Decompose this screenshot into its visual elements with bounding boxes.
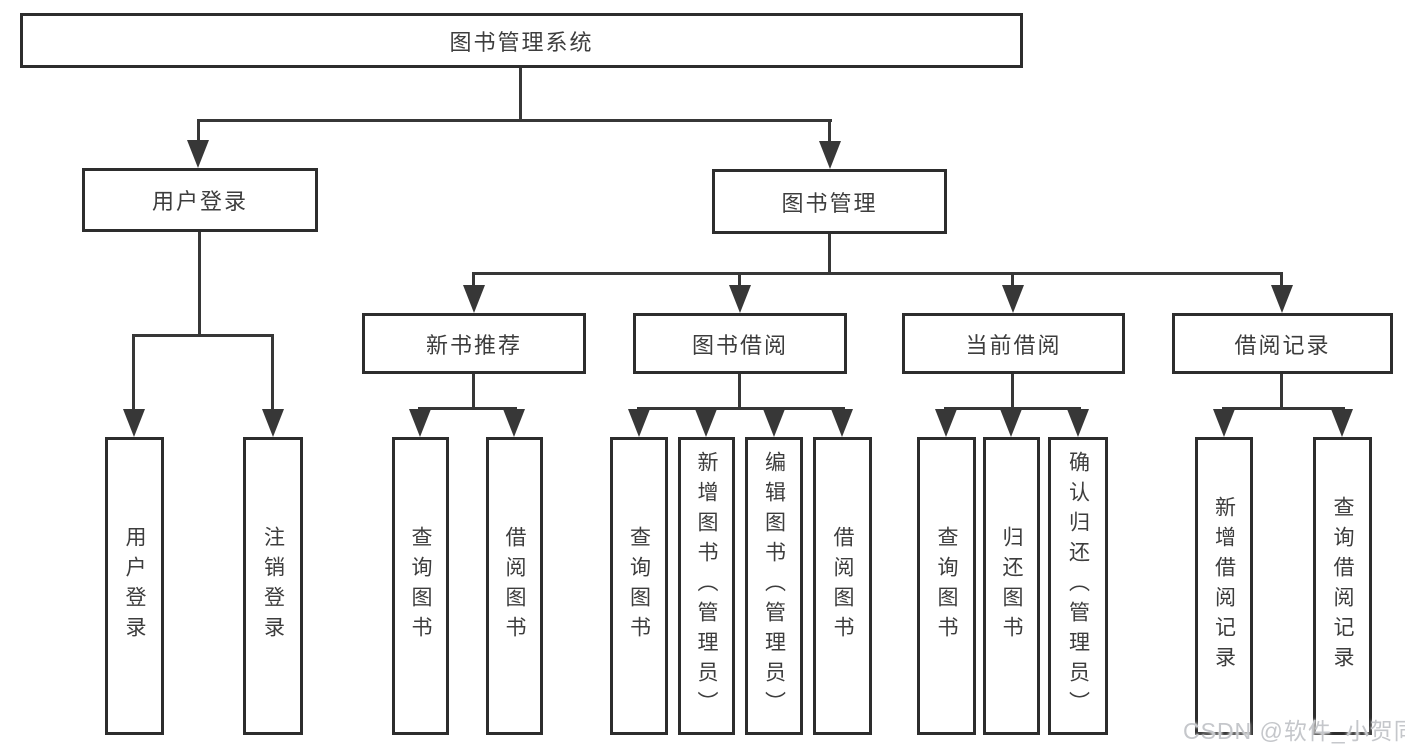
leaf-label: 归还图书: [1000, 526, 1023, 646]
node-root-label: 图书管理系统: [449, 29, 594, 55]
csdn-watermark: CSDN @软件_小贺同学: [1183, 718, 1405, 744]
leaf-edit-book-admin: 编辑图书（管理员）: [745, 437, 803, 735]
connector-line: [1222, 407, 1345, 410]
leaf-label: 新增图书（管理员）: [695, 451, 718, 721]
leaf-query-borrow-record: 查询借阅记录: [1313, 437, 1372, 735]
leaf-label: 编辑图书（管理员）: [762, 451, 786, 721]
connector-line: [738, 272, 741, 288]
node-book-borrow: 图书借阅: [633, 313, 847, 374]
connector-line: [1280, 374, 1283, 410]
connector-line: [738, 374, 741, 410]
connector-line: [1280, 272, 1283, 288]
arrow-down-icon: [409, 409, 431, 437]
arrow-down-icon: [763, 409, 785, 437]
connector-line: [1011, 272, 1014, 288]
connector-line: [1011, 374, 1014, 410]
leaf-label: 借阅图书: [831, 526, 854, 646]
arrow-down-icon: [1002, 285, 1024, 313]
node-label: 图书借阅: [691, 332, 788, 358]
leaf-borrow-books-newbook: 借阅图书: [486, 437, 543, 735]
leaf-return-book: 归还图书: [983, 437, 1040, 735]
leaf-label: 借阅图书: [503, 526, 526, 646]
node-label: 图书管理: [781, 190, 878, 216]
leaf-confirm-return-admin: 确认归还（管理员）: [1048, 437, 1108, 735]
node-new-book-recommend: 新书推荐: [362, 313, 586, 374]
node-user-login: 用户登录: [82, 168, 318, 232]
connector-line: [472, 272, 1283, 275]
connector-line: [637, 407, 845, 410]
node-current-borrow: 当前借阅: [902, 313, 1125, 374]
leaf-label: 用户登录: [123, 526, 146, 646]
connector-line: [944, 407, 1081, 410]
arrow-down-icon: [695, 409, 717, 437]
arrow-down-icon: [831, 409, 853, 437]
arrow-down-icon: [819, 141, 841, 169]
leaf-label: 查询图书: [409, 526, 432, 646]
leaf-query-books-current: 查询图书: [917, 437, 976, 735]
arrow-down-icon: [1213, 409, 1235, 437]
node-label: 当前借阅: [965, 332, 1062, 358]
arrow-down-icon: [1271, 285, 1293, 313]
connector-line: [197, 119, 832, 122]
leaf-label: 查询图书: [627, 526, 651, 646]
connector-line: [418, 407, 517, 410]
arrow-down-icon: [123, 409, 145, 437]
leaf-label: 查询借阅记录: [1331, 496, 1354, 676]
node-borrow-records: 借阅记录: [1172, 313, 1393, 374]
leaf-add-book-admin: 新增图书（管理员）: [678, 437, 735, 735]
node-label: 新书推荐: [425, 332, 522, 358]
leaf-borrow-books-borrow: 借阅图书: [813, 437, 872, 735]
connector-line: [198, 232, 201, 337]
leaf-label: 新增借阅记录: [1212, 496, 1236, 676]
arrow-down-icon: [1000, 409, 1022, 437]
node-book-management: 图书管理: [712, 169, 947, 234]
leaf-label: 查询图书: [935, 526, 958, 646]
arrow-down-icon: [503, 409, 525, 437]
connector-line: [132, 334, 274, 337]
arrow-down-icon: [1331, 409, 1353, 437]
arrow-down-icon: [187, 140, 209, 168]
arrow-down-icon: [628, 409, 650, 437]
connector-line: [271, 334, 274, 412]
node-label: 用户登录: [151, 189, 248, 214]
node-label: 借阅记录: [1234, 332, 1331, 358]
leaf-add-borrow-record: 新增借阅记录: [1195, 437, 1253, 735]
connector-line: [828, 234, 831, 275]
arrow-down-icon: [729, 285, 751, 313]
connector-line: [472, 272, 475, 288]
leaf-query-books-borrow: 查询图书: [610, 437, 668, 735]
connector-line: [519, 68, 522, 122]
leaf-query-books-newbook: 查询图书: [392, 437, 449, 735]
connector-line: [472, 374, 475, 410]
arrow-down-icon: [935, 409, 957, 437]
node-root: 图书管理系统: [20, 13, 1023, 68]
connector-line: [197, 119, 200, 145]
connector-line: [828, 119, 831, 146]
leaf-label: 确认归还（管理员）: [1066, 451, 1090, 721]
arrow-down-icon: [463, 285, 485, 313]
arrow-down-icon: [262, 409, 284, 437]
connector-line: [132, 334, 135, 412]
leaf-user-login: 用户登录: [105, 437, 164, 735]
leaf-label: 注销登录: [261, 526, 285, 646]
leaf-logout: 注销登录: [243, 437, 303, 735]
arrow-down-icon: [1067, 409, 1089, 437]
